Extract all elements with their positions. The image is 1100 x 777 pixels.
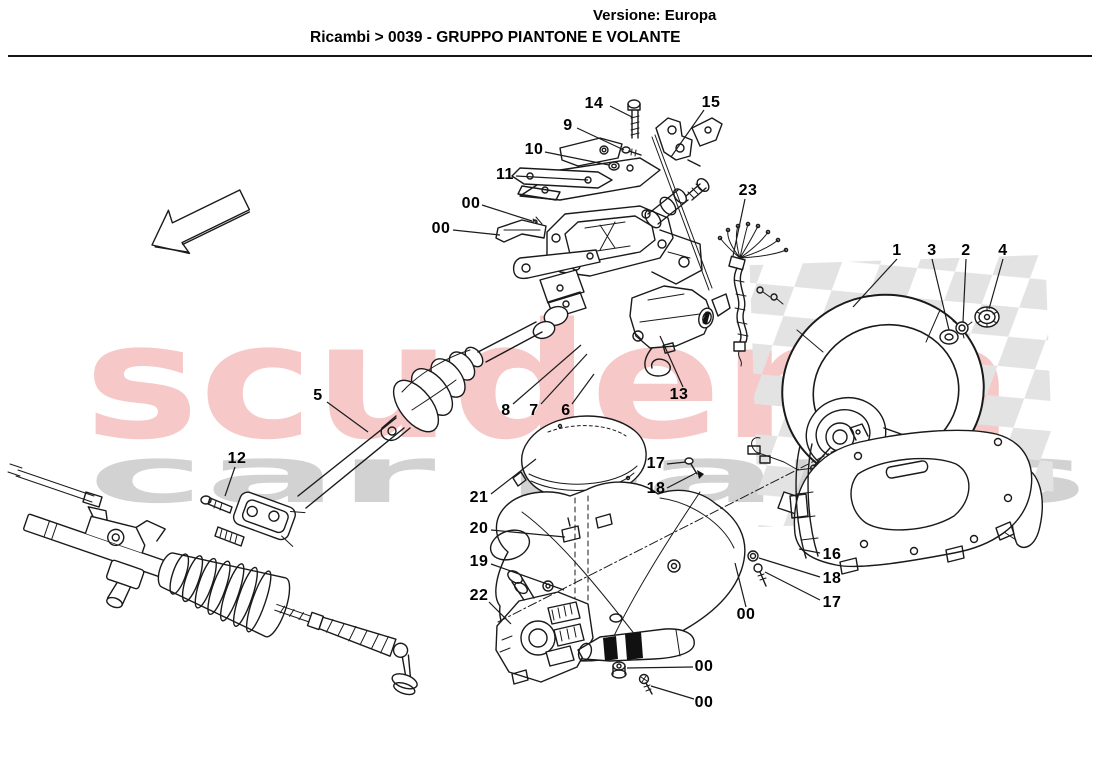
callout-00: 00	[694, 694, 714, 711]
callout-leader-3	[931, 258, 950, 331]
callout-00: 00	[694, 658, 714, 675]
callout-leader-12	[224, 466, 236, 497]
callout-leader-4	[988, 258, 1004, 310]
callout-leader-17	[764, 571, 821, 601]
callout-leader-00	[626, 666, 694, 669]
callout-leader-21	[490, 458, 537, 495]
callout-6: 6	[561, 402, 571, 419]
breadcrumb: Ricambi > 0039 - GRUPPO PIANTONE E VOLAN…	[310, 29, 681, 46]
steering-rack-drawing	[7, 463, 418, 696]
callout-leader-8	[512, 344, 582, 405]
callout-22: 22	[469, 587, 489, 604]
callout-leader-18	[666, 472, 697, 489]
callout-21: 21	[469, 489, 489, 506]
column-switch-drawing	[495, 570, 695, 695]
callout-leader-00	[481, 204, 533, 222]
callout-17: 17	[646, 455, 666, 472]
callout-leader-23	[732, 198, 746, 257]
column-support-bracket-drawing	[684, 423, 1033, 587]
callout-4: 4	[998, 242, 1008, 259]
callout-1: 1	[892, 242, 902, 259]
callout-leader-13	[659, 335, 684, 388]
callout-20: 20	[469, 520, 489, 537]
header-divider	[8, 55, 1092, 57]
callout-00: 00	[736, 606, 756, 623]
callout-23: 23	[738, 182, 758, 199]
version-label: Versione: Europa	[593, 7, 717, 24]
callout-10: 10	[524, 141, 544, 158]
callout-leader-00	[650, 685, 695, 700]
callout-leader-22	[488, 601, 512, 625]
callout-leader-9	[576, 127, 625, 151]
callout-leader-11	[515, 175, 589, 181]
callout-13: 13	[669, 386, 689, 403]
callout-leader-7	[540, 353, 588, 405]
callout-17: 17	[822, 594, 842, 611]
callout-leader-20	[490, 529, 566, 538]
callout-leader-15	[670, 109, 705, 158]
callout-leader-14	[609, 105, 633, 118]
callout-leader-18	[758, 557, 821, 578]
leader-lines	[224, 105, 1004, 700]
callout-leader-17	[666, 461, 687, 465]
callout-00: 00	[461, 195, 481, 212]
callout-leader-6	[571, 373, 595, 405]
callout-11: 11	[496, 166, 514, 183]
callout-7: 7	[529, 402, 539, 419]
callout-00: 00	[431, 220, 451, 237]
callout-18: 18	[646, 480, 666, 497]
callout-3: 3	[927, 242, 937, 259]
callout-leader-2	[962, 258, 967, 323]
callout-2: 2	[961, 242, 971, 259]
callout-leader-10	[544, 151, 610, 166]
callout-18: 18	[822, 570, 842, 587]
callout-19: 19	[469, 553, 489, 570]
callout-leader-16	[798, 548, 821, 554]
callout-leader-5	[326, 401, 369, 433]
callout-8: 8	[501, 402, 511, 419]
callout-16: 16	[822, 546, 842, 563]
intermediate-shaft-drawing	[232, 346, 484, 547]
callout-leader-00	[734, 562, 747, 608]
ignition-switch-drawing	[629, 285, 731, 377]
callout-leader-1	[852, 258, 898, 308]
left-arrow-marker	[151, 189, 251, 255]
callout-5: 5	[313, 387, 323, 404]
callout-15: 15	[701, 94, 721, 111]
callout-leader-19	[490, 563, 565, 591]
steering-axis-centerline	[497, 449, 837, 623]
steering-column-drawing	[477, 134, 713, 363]
wiring-harness-drawing	[717, 221, 789, 367]
callout-9: 9	[563, 117, 573, 134]
line-art	[7, 99, 1043, 696]
callout-14: 14	[584, 95, 604, 112]
callout-leader-00	[452, 229, 501, 236]
callout-12: 12	[227, 450, 247, 467]
